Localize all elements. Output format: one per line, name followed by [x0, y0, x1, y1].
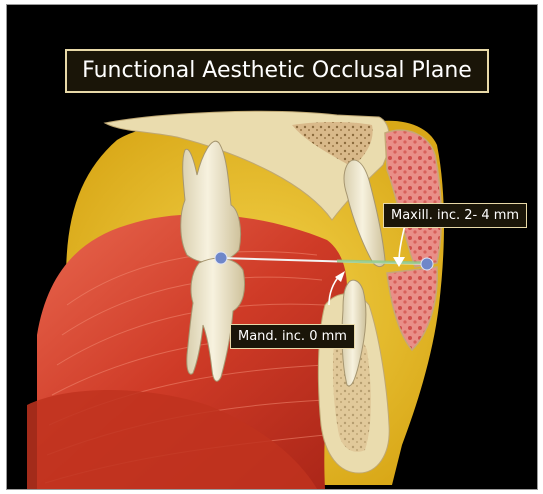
occlusal-plane-line-green — [337, 261, 427, 263]
molar-point-marker — [215, 252, 227, 264]
mandibular-incisor-label: Mand. inc. 0 mm — [230, 324, 355, 349]
diagram-frame: Functional Aesthetic Occlusal Plane Maxi… — [6, 4, 538, 490]
maxillary-incisor-label: Maxill. inc. 2- 4 mm — [383, 203, 527, 228]
lip-point-marker — [421, 258, 433, 270]
diagram-title: Functional Aesthetic Occlusal Plane — [65, 49, 489, 93]
